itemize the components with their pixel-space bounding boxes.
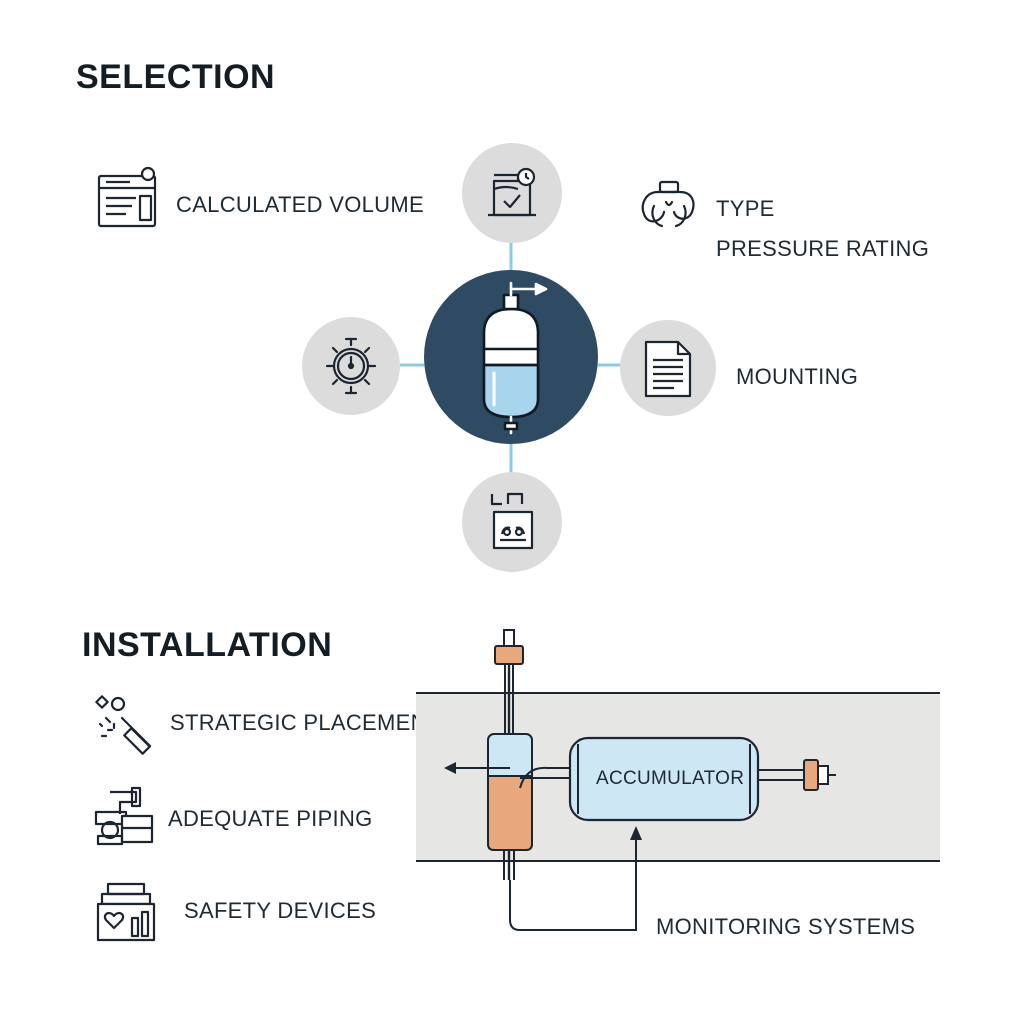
accumulator-label: ACCUMULATOR bbox=[596, 768, 745, 789]
pressure-gauge-icon bbox=[320, 335, 382, 397]
outflow-arrow bbox=[444, 762, 510, 774]
control-panel-icon bbox=[482, 490, 542, 554]
adequate-piping-label: ADEQUATE PIPING bbox=[168, 806, 373, 831]
safety-devices-label: SAFETY DEVICES bbox=[184, 898, 377, 923]
type-label: TYPE bbox=[716, 196, 775, 221]
pressure-rating-label: PRESSURE RATING bbox=[716, 236, 930, 261]
top-node bbox=[462, 143, 562, 243]
connector-lines bbox=[400, 243, 622, 472]
form-icon bbox=[96, 166, 158, 228]
document-icon bbox=[640, 338, 696, 398]
installation-diagram bbox=[416, 629, 940, 931]
tank-check-icon bbox=[482, 163, 542, 223]
calculated-volume-label: CALCULATED VOLUME bbox=[176, 192, 424, 217]
left-node bbox=[302, 317, 400, 415]
right-node bbox=[620, 320, 716, 416]
strategic-placement-label: STRATEGIC PLACEMENT bbox=[170, 710, 441, 735]
monitoring-systems-label: MONITORING SYSTEMS bbox=[656, 914, 916, 939]
bottom-node bbox=[462, 472, 562, 572]
wrench-tools-icon bbox=[92, 694, 156, 756]
safety-cabinet-icon bbox=[94, 880, 158, 944]
right-cap bbox=[803, 759, 819, 791]
top-cap bbox=[494, 645, 524, 665]
piping-icon bbox=[92, 786, 156, 848]
installation-title: INSTALLATION bbox=[82, 626, 333, 664]
mounting-label: MOUNTING bbox=[736, 364, 859, 389]
coiled-connector-icon bbox=[636, 180, 702, 240]
accumulator-cylinder-icon bbox=[466, 277, 556, 437]
accumulator-hub bbox=[424, 270, 598, 444]
monitoring-line bbox=[509, 826, 642, 931]
selection-title: SELECTION bbox=[76, 58, 276, 96]
fluid-cylinder bbox=[487, 733, 533, 851]
